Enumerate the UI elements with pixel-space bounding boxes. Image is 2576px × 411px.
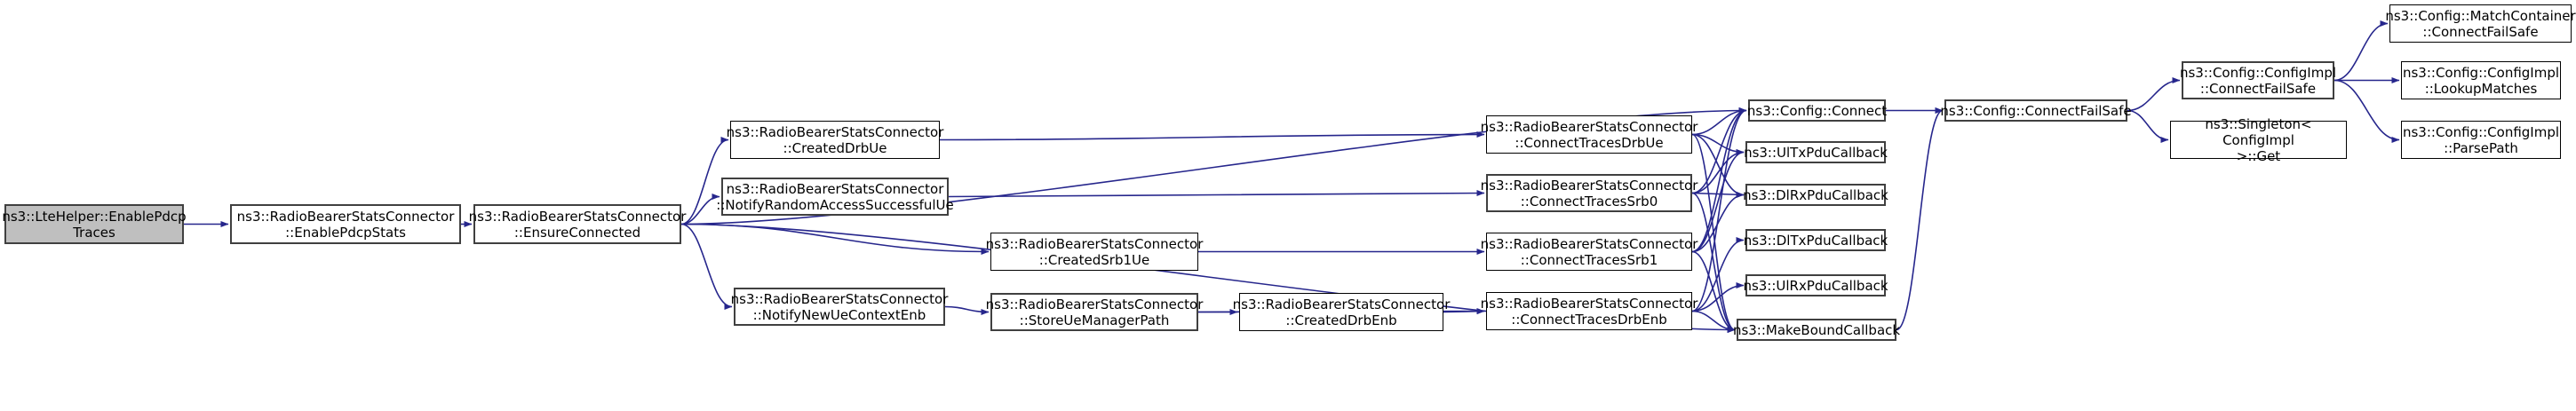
graph-node-label: ns3::RadioBearerStatsConnector ::EnsureC… xyxy=(468,208,687,241)
graph-node-label: ns3::RadioBearerStatsConnector ::Created… xyxy=(726,123,944,156)
graph-node-label: ns3::RadioBearerStatsConnector ::Created… xyxy=(985,235,1204,268)
graph-node-label: ns3::RadioBearerStatsConnector ::Connect… xyxy=(1480,235,1698,268)
graph-node-label: ns3::UlTxPduCallback xyxy=(1744,144,1888,161)
graph-node-label: ns3::Config::MatchContainer ::ConnectFai… xyxy=(2385,7,2576,40)
graph-node-label: ns3::RadioBearerStatsConnector ::Created… xyxy=(1232,296,1451,328)
graph-node-n0[interactable]: ns3::LteHelper::EnablePdcp Traces xyxy=(2,204,187,244)
graph-node-n12[interactable]: ns3::RadioBearerStatsConnector ::Connect… xyxy=(1481,292,1697,330)
graph-node-label: ns3::UlRxPduCallback xyxy=(1743,277,1888,294)
graph-node-label: ns3::Config::ConfigImpl ::ConnectFailSaf… xyxy=(2179,64,2337,97)
graph-node-label: ns3::RadioBearerStatsConnector ::Connect… xyxy=(1480,118,1698,151)
graph-node-n14[interactable]: ns3::UlTxPduCallback xyxy=(1744,141,1888,163)
graph-node-n24[interactable]: ns3::Config::ConfigImpl ::ParsePath xyxy=(2401,121,2561,159)
graph-edge-n18-to-n19 xyxy=(1896,107,1944,331)
graph-node-label: ns3::MakeBoundCallback xyxy=(1732,321,1901,338)
graph-node-n7[interactable]: ns3::RadioBearerStatsConnector ::StoreUe… xyxy=(986,293,1203,331)
graph-node-label: ns3::RadioBearerStatsConnector ::Connect… xyxy=(1480,295,1698,328)
graph-node-n19[interactable]: ns3::Config::ConnectFailSafe xyxy=(1940,99,2132,122)
graph-node-label: ns3::Config::ConnectFailSafe xyxy=(1940,102,2132,119)
graph-node-n2[interactable]: ns3::RadioBearerStatsConnector ::EnsureC… xyxy=(469,204,686,244)
graph-node-n23[interactable]: ns3::Config::ConfigImpl ::LookupMatches xyxy=(2401,61,2561,99)
graph-node-label: ns3::RadioBearerStatsConnector ::NotifyN… xyxy=(730,290,949,323)
graph-node-n16[interactable]: ns3::DlTxPduCallback xyxy=(1744,229,1888,251)
graph-node-n22[interactable]: ns3::Config::MatchContainer ::ConnectFai… xyxy=(2385,4,2576,43)
graph-node-n9[interactable]: ns3::RadioBearerStatsConnector ::Connect… xyxy=(1481,115,1697,154)
edge-paths xyxy=(184,20,2400,333)
graph-node-label: ns3::DlTxPduCallback xyxy=(1743,232,1888,249)
graph-node-n8[interactable]: ns3::RadioBearerStatsConnector ::Created… xyxy=(1233,293,1450,331)
graph-node-n11[interactable]: ns3::RadioBearerStatsConnector ::Connect… xyxy=(1481,233,1697,271)
graph-node-n18[interactable]: ns3::MakeBoundCallback xyxy=(1733,319,1900,341)
graph-node-label: ns3::Config::ConfigImpl ::LookupMatches xyxy=(2402,64,2560,97)
graph-node-label: ns3::RadioBearerStatsConnector ::StoreUe… xyxy=(985,296,1204,328)
graph-node-label: ns3::RadioBearerStatsConnector ::Connect… xyxy=(1480,177,1698,209)
graph-edge-n2-to-n5 xyxy=(680,223,990,255)
graph-node-n6[interactable]: ns3::RadioBearerStatsConnector ::NotifyN… xyxy=(731,288,948,326)
graph-node-n3[interactable]: ns3::RadioBearerStatsConnector ::Created… xyxy=(727,121,943,159)
graph-node-label: ns3::Config::ConfigImpl ::ParsePath xyxy=(2402,123,2560,156)
graph-node-n20[interactable]: ns3::Config::ConfigImpl ::ConnectFailSaf… xyxy=(2180,61,2336,99)
graph-node-n21[interactable]: ns3::Singleton< ConfigImpl >::Get xyxy=(2170,116,2347,164)
graph-node-n17[interactable]: ns3::UlRxPduCallback xyxy=(1743,274,1888,296)
graph-node-label: ns3::Singleton< ConfigImpl >::Get xyxy=(2205,115,2312,164)
graph-node-label: ns3::DlRxPduCallback xyxy=(1743,186,1888,203)
graph-node-label: ns3::Config::Connect xyxy=(1746,102,1888,119)
graph-edge-n4-to-n10 xyxy=(948,190,1485,198)
graph-node-n4[interactable]: ns3::RadioBearerStatsConnector ::NotifyR… xyxy=(716,178,954,216)
graph-node-label: ns3::RadioBearerStatsConnector ::NotifyR… xyxy=(716,180,954,213)
graph-node-n10[interactable]: ns3::RadioBearerStatsConnector ::Connect… xyxy=(1481,174,1697,212)
graph-node-n15[interactable]: ns3::DlRxPduCallback xyxy=(1743,184,1888,206)
graph-node-n13[interactable]: ns3::Config::Connect xyxy=(1747,99,1887,122)
graph-node-n5[interactable]: ns3::RadioBearerStatsConnector ::Created… xyxy=(986,233,1203,271)
graph-node-label: ns3::LteHelper::EnablePdcp Traces xyxy=(2,208,187,241)
graph-node-n1[interactable]: ns3::RadioBearerStatsConnector ::EnableP… xyxy=(230,204,461,244)
graph-node-label: ns3::RadioBearerStatsConnector ::EnableP… xyxy=(236,208,455,241)
graph-edge-n3-to-n9 xyxy=(939,131,1485,141)
